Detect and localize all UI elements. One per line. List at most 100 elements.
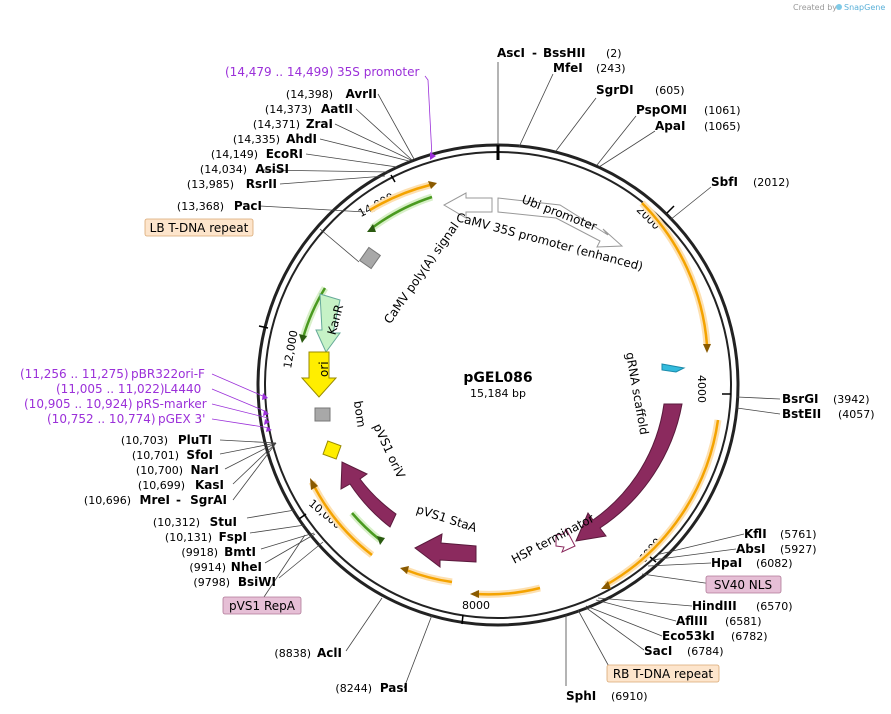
primer-leader-pbr322: [211, 373, 266, 398]
enzyme-pspomi[interactable]: PspOMI: [636, 103, 687, 117]
leader-eco53ki: [585, 605, 663, 637]
primer-pbr322-range: (11,256 .. 11,275): [20, 367, 129, 381]
enzyme-mrei-pos: (10,696): [84, 494, 131, 507]
orf-arrow-1: [641, 202, 709, 346]
ubi-promoter-arrow: [497, 197, 624, 248]
lb-tdna-box[interactable]: [144, 218, 254, 237]
orf-arrowhead-6: [428, 181, 437, 189]
enzyme-fspi[interactable]: FspI: [219, 530, 247, 544]
green-arrow-3: [351, 512, 381, 541]
enzyme-sgrdi-pos: (605): [655, 84, 685, 97]
plasmid-size: 15,184 bp: [470, 387, 526, 400]
enzyme-sgrai[interactable]: SgrAI: [190, 493, 227, 507]
enzyme-labels-right: AscI - BssHII (2) MfeI (243) SgrDI (605)…: [497, 46, 875, 703]
enzyme-bsshii[interactable]: BssHII: [543, 46, 585, 60]
orf-arrow-5: [310, 481, 373, 556]
orf-arrowhead-1: [703, 344, 711, 353]
enzyme-hpai-pos: (6082): [756, 557, 793, 570]
enzyme-apai[interactable]: ApaI: [655, 119, 685, 133]
enzyme-hindiii[interactable]: HindIII: [692, 599, 737, 613]
enzyme-asci[interactable]: AscI: [497, 46, 525, 60]
sv40-nls-box[interactable]: [705, 575, 782, 594]
svg-text:-: -: [176, 493, 181, 507]
enzyme-mfei[interactable]: MfeI: [553, 61, 583, 75]
leader-stui: [246, 509, 296, 519]
primer-leader-l4440: [211, 388, 268, 413]
leader-kasi: [232, 442, 277, 485]
leader-ecori: [305, 153, 398, 168]
enzyme-labels-left: PasI (8244) AclI (8838) BsiWI (9798) Nhe…: [84, 87, 408, 695]
enzyme-aatii[interactable]: AatII: [321, 102, 353, 116]
enzyme-kasi[interactable]: KasI: [195, 478, 224, 492]
enzyme-saci[interactable]: SacI: [644, 644, 672, 658]
leader-nari: [224, 442, 277, 470]
leader-hindiii: [597, 597, 693, 607]
primer-pbr322-name[interactable]: pBR322ori-F: [131, 367, 205, 381]
enzyme-sbfi[interactable]: SbfI: [711, 175, 738, 189]
enzyme-acli[interactable]: AclI: [317, 646, 342, 660]
primer-mark-pbr322: [262, 393, 268, 400]
enzyme-avrii-pos: (14,398): [286, 88, 333, 101]
enzyme-bsrgi[interactable]: BsrGI: [782, 392, 819, 406]
enzyme-acli-pos: (8838): [274, 647, 311, 660]
enzyme-hpai[interactable]: HpaI: [711, 556, 742, 570]
pvs1-repa-box[interactable]: [222, 596, 302, 615]
enzyme-sgrdi[interactable]: SgrDI: [596, 83, 634, 97]
enzyme-nari[interactable]: NarI: [190, 463, 219, 477]
primer-l4440-name[interactable]: L4440: [164, 382, 201, 396]
primer-pgex-name[interactable]: pGEX 3': [158, 412, 205, 426]
primer-mark-35s: [430, 152, 436, 160]
enzyme-pasi[interactable]: PasI: [380, 681, 408, 695]
enzyme-paci[interactable]: PacI: [234, 199, 262, 213]
pvs1-staa-arrow: [414, 533, 477, 569]
grna-scaffold-arrow: [661, 363, 686, 373]
orf-arrows: [308, 181, 722, 598]
enzyme-pluti[interactable]: PluTI: [178, 433, 212, 447]
enzyme-aatii-pos: (14,373): [265, 103, 312, 116]
enzyme-hindiii-pos: (6570): [756, 600, 793, 613]
leader-ahdi: [319, 138, 410, 162]
primer-leader-pgex: [211, 418, 271, 429]
enzyme-stui[interactable]: StuI: [210, 515, 237, 529]
enzyme-sphi[interactable]: SphI: [566, 689, 596, 703]
primer-35s-name[interactable]: 35S promoter: [337, 65, 419, 79]
orf-arrow-2: [605, 419, 720, 587]
enzyme-eco53ki[interactable]: Eco53kI: [662, 629, 715, 643]
enzyme-ahdi-pos: (14,335): [233, 133, 280, 146]
enzyme-kfli[interactable]: KflI: [744, 527, 767, 541]
enzyme-bmti[interactable]: BmtI: [224, 545, 256, 559]
enzyme-mrei[interactable]: MreI: [140, 493, 170, 507]
enzyme-ecori[interactable]: EcoRI: [266, 147, 303, 161]
tick-label-4000: 4000: [695, 375, 708, 403]
enzyme-bsteii[interactable]: BstEII: [782, 407, 821, 421]
primer-marks: [262, 152, 436, 432]
tick-label-8000: 8000: [462, 599, 490, 612]
hsp-terminator-arrow: [555, 527, 576, 553]
enzyme-ahdi[interactable]: AhdI: [286, 132, 317, 146]
green-arrowhead-2: [299, 334, 307, 343]
rb-tdna-box[interactable]: [606, 664, 720, 683]
enzyme-absi[interactable]: AbsI: [736, 542, 765, 556]
camv-polya-box: [358, 246, 382, 270]
leader-rb-tdna: [577, 609, 613, 673]
enzyme-afliii[interactable]: AflIII: [676, 614, 708, 628]
leader-sgrdi: [555, 97, 597, 152]
enzyme-avrii[interactable]: AvrII: [345, 87, 377, 101]
svg-text:-: -: [532, 46, 537, 60]
enzyme-sfoi[interactable]: SfoI: [186, 448, 213, 462]
enzyme-zrai[interactable]: ZraI: [306, 117, 333, 131]
enzyme-nhei[interactable]: NheI: [231, 560, 262, 574]
green-arrowhead-1: [367, 224, 376, 232]
enzyme-asisi[interactable]: AsiSI: [255, 162, 289, 176]
primer-prs-name[interactable]: pRS-marker: [136, 397, 207, 411]
tick-14000: [390, 174, 396, 183]
enzyme-bsiwi[interactable]: BsiWI: [238, 575, 276, 589]
leader-sbfi: [669, 186, 712, 221]
pvs1-oriv-box: [322, 440, 342, 460]
enzyme-rsrii[interactable]: RsrII: [246, 177, 277, 191]
leader-fspi: [249, 524, 306, 534]
enzyme-kfli-pos: (5761): [780, 528, 817, 541]
rb-tdna-label: RB T-DNA repeat: [613, 667, 714, 681]
leader-bmti: [260, 532, 315, 550]
leader-sfoi: [219, 442, 277, 455]
